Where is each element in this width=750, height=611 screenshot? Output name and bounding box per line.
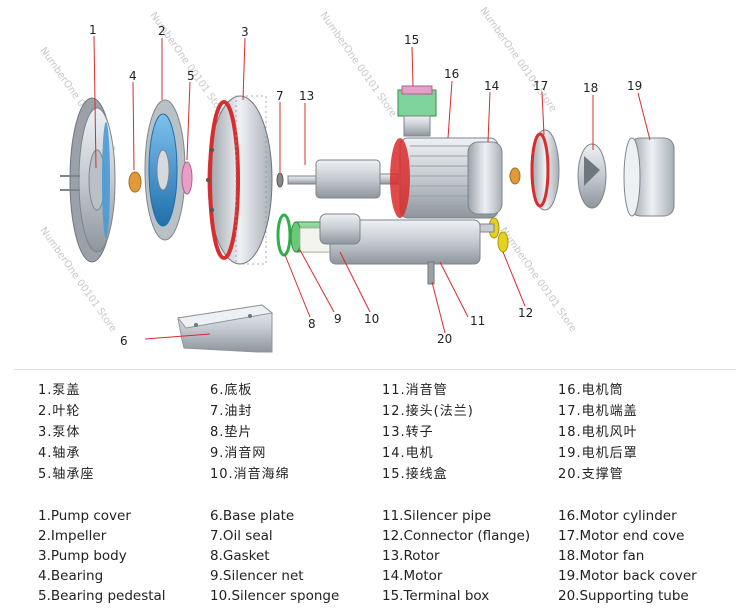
legend-en-item: 6.Base plate xyxy=(210,508,295,524)
callout-4: 4 xyxy=(129,69,137,83)
legend-en-item: 17.Motor end cove xyxy=(558,528,685,544)
impeller xyxy=(144,99,186,241)
legend-en-item: 3.Pump body xyxy=(38,548,127,564)
legend-cn-item: 6.底板 xyxy=(210,383,253,398)
callout-20: 20 xyxy=(437,332,452,346)
legend-cn-item: 2.叶轮 xyxy=(38,404,81,419)
callout-15: 15 xyxy=(404,33,419,47)
callout-13: 13 xyxy=(299,89,314,103)
watermark: NumberOne 00101 Store xyxy=(498,225,579,334)
motor-cylinder xyxy=(467,141,503,215)
legend-en-item: 9.Silencer net xyxy=(210,568,304,584)
motor-fan xyxy=(577,143,607,209)
legend-cn-item: 14.电机 xyxy=(382,446,434,461)
pump-cover xyxy=(60,97,116,263)
callout-19: 19 xyxy=(627,79,642,93)
legend-cn-item: 11.消音管 xyxy=(382,383,448,398)
legend-en-item: 16.Motor cylinder xyxy=(558,508,677,524)
pump-body xyxy=(206,95,273,265)
legend-en-item: 5.Bearing pedestal xyxy=(38,588,166,604)
legend-en-item: 18.Motor fan xyxy=(558,548,645,564)
legend-cn-item: 9.消音网 xyxy=(210,446,267,461)
legend-cn-item: 17.电机端盖 xyxy=(558,404,638,419)
legend-en-item: 14.Motor xyxy=(382,568,443,584)
legend-en-item: 10.Silencer sponge xyxy=(210,588,340,604)
legend-en-item: 11.Silencer pipe xyxy=(382,508,492,524)
silencer-pipe xyxy=(319,213,481,265)
legend-cn-item: 20.支撑管 xyxy=(558,467,624,482)
legend-cn-item: 7.油封 xyxy=(210,404,253,419)
legend-en-item: 7.Oil seal xyxy=(210,528,273,544)
callout-2: 2 xyxy=(158,24,166,38)
legend-cn-item: 18.电机风叶 xyxy=(558,425,638,440)
callout-11: 11 xyxy=(470,314,485,328)
legend-en-item: 1.Pump cover xyxy=(38,508,131,524)
callout-18: 18 xyxy=(583,81,598,95)
legend-cn-item: 10.消音海绵 xyxy=(210,467,290,482)
callout-8: 8 xyxy=(308,317,316,331)
legend-cn-item: 4.轴承 xyxy=(38,446,81,461)
legend-cn-item: 16.电机筒 xyxy=(558,383,624,398)
callout-12: 12 xyxy=(518,306,533,320)
leader-lines xyxy=(93,35,651,340)
oil-seal xyxy=(276,172,284,188)
callout-7: 7 xyxy=(276,89,284,103)
callout-14: 14 xyxy=(484,79,499,93)
bearing xyxy=(128,171,142,193)
legend-en-item: 20.Supporting tube xyxy=(558,588,689,604)
legend-en-item: 15.Terminal box xyxy=(382,588,490,604)
rotor xyxy=(287,159,399,199)
exploded-view-diagram: NumberOne 00101 Store NumberOne 00101 St… xyxy=(38,5,675,353)
legend-cn-item: 12.接头(法兰) xyxy=(382,404,474,419)
callout-5: 5 xyxy=(187,69,195,83)
callout-6: 6 xyxy=(120,334,128,348)
legend-en-item: 12.Connector (flange) xyxy=(382,528,531,544)
legend-cn-item: 5.轴承座 xyxy=(38,467,95,482)
legend-en-item: 2.Impeller xyxy=(38,528,107,544)
legend-en-item: 8.Gasket xyxy=(210,548,270,564)
callout-9: 9 xyxy=(334,312,342,326)
supporting-tube xyxy=(427,261,435,285)
legend-cn-item: 13.转子 xyxy=(382,425,434,440)
legend-en-item: 4.Bearing xyxy=(38,568,104,584)
base-plate xyxy=(177,304,274,353)
terminal-box xyxy=(397,85,437,137)
legend-en-item: 19.Motor back cover xyxy=(558,568,697,584)
callout-3: 3 xyxy=(241,25,249,39)
legend-cn-item: 1.泵盖 xyxy=(38,383,81,398)
bearing-pedestal xyxy=(181,161,193,195)
callout-17: 17 xyxy=(533,79,548,93)
callout-10: 10 xyxy=(364,312,379,326)
legend-cn-item: 8.垫片 xyxy=(210,425,253,440)
legend-en-item: 13.Rotor xyxy=(382,548,440,564)
divider xyxy=(14,369,736,370)
legend-cn-item: 15.接线盒 xyxy=(382,467,448,482)
motor-back-cover xyxy=(623,137,675,217)
gasket xyxy=(276,213,292,257)
legend-cn-item: 19.电机后罩 xyxy=(558,446,638,461)
motor-end-cover xyxy=(509,129,560,211)
connector-flange xyxy=(479,217,509,253)
callout-1: 1 xyxy=(89,23,97,37)
legend-cn-item: 3.泵体 xyxy=(38,425,81,440)
watermark: NumberOne 00101 Store xyxy=(318,10,399,119)
callout-16: 16 xyxy=(444,67,459,81)
